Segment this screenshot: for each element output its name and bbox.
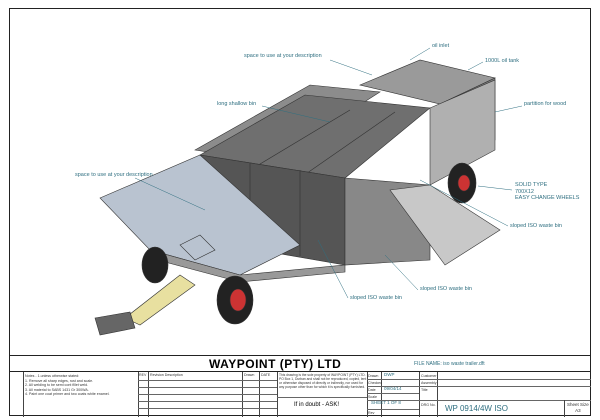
drawing-frame <box>9 8 591 416</box>
drawing-number-label: DRG No. <box>421 403 436 407</box>
sheet-size-value: A3 <box>575 407 581 413</box>
wheel-line-3: EASY CHANGE WHEELS <box>515 195 580 201</box>
scale-label: Scale <box>368 395 377 399</box>
title-label: Title <box>421 388 428 392</box>
label-bin-front: sloped ISO waste bin <box>350 295 402 301</box>
checked-label: Checked <box>368 381 383 385</box>
label-space-front: space to use at your description <box>75 172 153 178</box>
note: 3. All material to SABS 1431 Gr 300WA. <box>25 387 89 392</box>
file-name: FILE NAME: iso waste trailer.dft <box>414 361 485 367</box>
label-wheels: SOLID TYPE 700X12 EASY CHANGE WHEELS <box>515 182 579 202</box>
date-header: DATE <box>261 373 271 377</box>
sheet-size-label: Sheet Size <box>567 402 589 407</box>
label-bin-mid: sloped ISO waste bin <box>420 286 472 292</box>
label-bin-right: sloped ISO waste bin <box>510 223 562 229</box>
rev-header: REV <box>139 373 147 377</box>
label-space-top: space to use at your description <box>244 53 322 59</box>
trailer-isometric-drawing <box>94 47 523 336</box>
company-name: WAYPOINT (PTY) LTD <box>209 357 342 371</box>
revision-description-header: Revision Description <box>150 373 183 377</box>
label-oil-tank: 1000L oil tank <box>485 58 520 64</box>
notes: Notes - 1.unless otherwise stated: 1. Re… <box>25 374 143 397</box>
drawing-number: WP 0914/4W ISO <box>445 404 508 413</box>
note: 2. All welding to be semi cont fillet we… <box>25 383 89 388</box>
drawn-header: Drawn <box>244 373 255 377</box>
drawn-label: Drawn <box>368 374 379 378</box>
label-oil-inlet: oil inlet <box>432 43 450 49</box>
date-label: Date <box>368 388 376 392</box>
sheet-size: Sheet Size A3 <box>567 402 589 413</box>
disclaimer: This drawing is the sole property of WAY… <box>279 373 367 389</box>
company-row: WAYPOINT (PTY) LTD FILE NAME: iso waste … <box>9 356 591 372</box>
note: Notes - 1.unless otherwise stated: <box>25 374 80 378</box>
label-long-bin: long shallow bin <box>217 101 257 107</box>
sheet-number: SHEET 1 OF 8 <box>371 400 401 405</box>
date-value: 09/04/14 <box>384 386 402 391</box>
motto: If in doubt - ASK! <box>294 402 340 408</box>
drawn-value: DWP <box>384 372 395 377</box>
customer-label: Customer <box>421 374 437 378</box>
note: 1. Remove all sharp edges, rust and scal… <box>25 378 94 383</box>
wheel-line-1: SOLID TYPE <box>515 182 548 188</box>
assembly-label: Assembly <box>421 381 437 385</box>
note: 4. Paint one coat primer and two coats w… <box>25 392 110 397</box>
title-block: WAYPOINT (PTY) LTD FILE NAME: iso waste … <box>9 355 591 417</box>
label-partition: partition for wood <box>524 101 567 107</box>
rev-label: Rev <box>368 411 375 415</box>
wheel-line-2: 700X12 <box>515 188 534 195</box>
